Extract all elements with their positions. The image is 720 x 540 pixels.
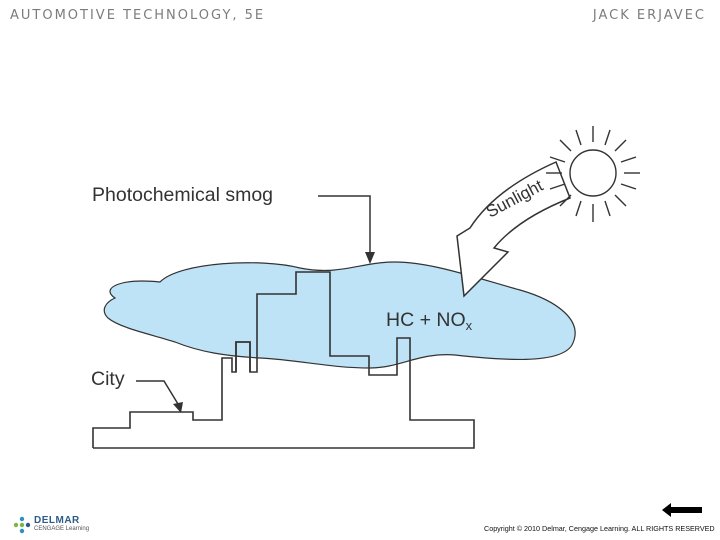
publisher-logo-icon xyxy=(13,516,31,534)
publisher-logo-sub: CENGAGE Learning xyxy=(34,526,90,532)
city-leader-line xyxy=(136,380,179,405)
copyright-notice: Copyright © 2010 Delmar, Cengage Learnin… xyxy=(484,524,715,533)
slide-header: AUTOMOTIVE TECHNOLOGY, 5E JACK ERJAVEC xyxy=(0,0,720,34)
author-name: JACK ERJAVEC xyxy=(592,8,706,23)
sun-icon xyxy=(546,126,640,222)
publisher-logo: DELMAR CENGAGE Learning xyxy=(12,513,122,537)
smog-label: Photochemical smog xyxy=(92,184,273,206)
city-label: City xyxy=(91,368,125,390)
smog-leader-arrowhead xyxy=(365,252,375,264)
city-skyline xyxy=(92,271,475,449)
sunlight-arrow xyxy=(456,160,571,298)
smog-leader-line xyxy=(318,195,371,255)
left-arrow-icon[interactable] xyxy=(662,503,702,517)
book-title: AUTOMOTIVE TECHNOLOGY, 5E xyxy=(10,8,266,23)
city-leader-arrowhead xyxy=(173,402,183,413)
pollutants-label: HC + NOx xyxy=(386,309,473,333)
city-building-outline xyxy=(235,341,251,372)
smog-cloud xyxy=(103,261,576,369)
publisher-logo-name: DELMAR xyxy=(34,515,80,526)
